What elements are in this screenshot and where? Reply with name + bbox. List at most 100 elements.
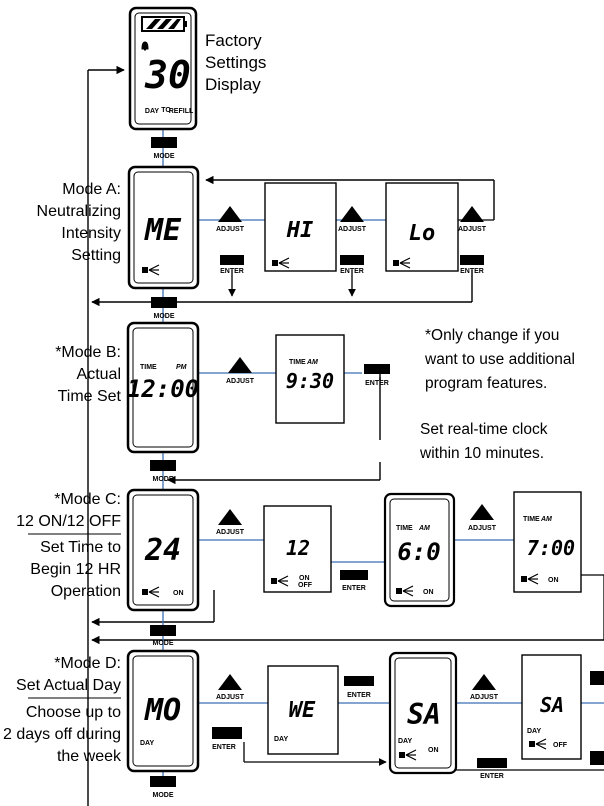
pm-indicator: PM <box>176 364 187 371</box>
mode-b-label-line: Actual <box>77 366 121 383</box>
note-line: Set real-time clock <box>420 421 548 438</box>
note-line: *Only change if you <box>425 327 559 344</box>
display-value: WE <box>289 698 316 723</box>
display-value: 6:0 <box>397 538 440 566</box>
day-text: DAY <box>145 108 159 115</box>
adjust-button[interactable]: ADJUST <box>468 504 497 532</box>
enter-button-partial[interactable] <box>590 671 604 685</box>
factory-label: Factory Settings Display <box>205 31 266 94</box>
adjust-label: ADJUST <box>216 529 245 536</box>
mode-button-label: MODE <box>153 792 174 799</box>
day-indicator: DAY <box>398 738 412 745</box>
day-indicator: DAY <box>140 740 154 747</box>
off-indicator: OFF <box>298 582 313 589</box>
adjust-button[interactable]: ADJUST <box>470 674 499 701</box>
display-value: Lo <box>409 221 436 246</box>
time-word: TIME <box>289 359 306 366</box>
mode-d-label-line: the week <box>57 748 122 765</box>
adjust-label: ADJUST <box>216 694 245 701</box>
battery-icon <box>141 16 187 32</box>
mode-a-label-line: Setting <box>71 247 121 264</box>
mode-b-display-2: TIME AM 9:30 <box>275 334 345 424</box>
enter-button[interactable]: ENTER <box>460 255 484 275</box>
display-value: MO <box>144 693 181 728</box>
note-line: program features. <box>425 375 547 392</box>
adjust-label: ADJUST <box>468 525 497 532</box>
optional-note: *Only change if you want to use addition… <box>424 327 575 392</box>
refill-text: REFILL <box>169 108 194 115</box>
mode-d-label-line: 2 days off during <box>3 726 121 743</box>
mode-c-label: *Mode C: 12 ON/12 OFF Set Time to Begin … <box>16 491 121 600</box>
mode-b-label: *Mode B: Actual Time Set <box>55 344 121 405</box>
am-indicator: AM <box>540 516 552 523</box>
clock-note: Set real-time clock within 10 minutes. <box>419 421 548 462</box>
note-line: want to use additional <box>424 351 575 368</box>
enter-label: ENTER <box>480 773 504 780</box>
display-value: 9:30 <box>286 369 334 393</box>
adjust-label: ADJUST <box>458 226 487 233</box>
factory-label-line: Settings <box>205 53 266 72</box>
display-value: 12 <box>286 536 310 560</box>
mode-button-label: MODE <box>154 313 175 320</box>
to-text: TO <box>161 107 171 114</box>
am-indicator: AM <box>306 359 318 366</box>
enter-button[interactable]: ENTER <box>340 255 364 275</box>
mode-b-label-line: Time Set <box>58 388 122 405</box>
mode-button-label: MODE <box>154 153 175 160</box>
on-indicator: ON <box>173 590 184 597</box>
on-indicator: ON <box>299 575 310 582</box>
mode-d-label-line: Set Actual Day <box>16 677 121 694</box>
enter-label: ENTER <box>220 268 244 275</box>
factory-label-line: Display <box>205 75 261 94</box>
enter-label: ENTER <box>365 380 389 387</box>
factory-display: 30 DAY TO REFILL <box>128 6 198 131</box>
enter-button[interactable]: ENTER <box>212 727 242 751</box>
mode-a-display-2: HI <box>264 182 337 272</box>
mode-d-label: *Mode D: Set Actual Day Choose up to 2 d… <box>3 655 122 765</box>
adjust-label: ADJUST <box>216 226 245 233</box>
enter-label: ENTER <box>342 585 366 592</box>
mode-button[interactable]: MODE <box>151 137 177 160</box>
enter-label: ENTER <box>460 268 484 275</box>
adjust-button[interactable]: ADJUST <box>226 357 255 385</box>
mode-c-display-2: 12 ON OFF <box>263 505 332 593</box>
mode-c-display-main: 24 ON <box>126 488 200 612</box>
enter-button[interactable]: ENTER <box>477 758 507 780</box>
on-indicator: ON <box>548 577 559 584</box>
on-indicator: ON <box>423 589 434 596</box>
mode-c-label-line: *Mode C: <box>54 491 121 508</box>
mode-b-display-main: TIME PM 12:00 <box>126 321 200 454</box>
adjust-button[interactable]: ADJUST <box>458 206 487 233</box>
enter-button[interactable]: ENTER <box>220 255 244 275</box>
mode-button[interactable]: MODE <box>150 776 176 799</box>
enter-button[interactable]: ENTER <box>364 364 390 387</box>
mode-a-label-line: Neutralizing <box>37 203 121 220</box>
mode-d-display-4: SA DAY OFF <box>521 654 582 760</box>
display-value: SA <box>540 693 564 717</box>
mode-d-display-2: WE DAY <box>267 665 339 755</box>
mode-c-label-line: Begin 12 HR <box>30 561 121 578</box>
mode-d-label-line: Choose up to <box>26 704 121 721</box>
enter-button[interactable]: ENTER <box>344 676 374 699</box>
mode-button[interactable]: MODE <box>150 460 176 483</box>
enter-button-partial[interactable] <box>590 751 604 765</box>
mode-c-label-line: Set Time to <box>40 539 121 556</box>
adjust-button[interactable]: ADJUST <box>338 206 367 233</box>
factory-value: 30 <box>144 53 191 97</box>
mode-c-label-line: 12 ON/12 OFF <box>16 513 121 530</box>
am-indicator: AM <box>418 525 430 532</box>
mode-button-label: MODE <box>153 640 174 647</box>
mode-button[interactable]: MODE <box>151 297 177 320</box>
mode-d-label-line: *Mode D: <box>54 655 121 672</box>
time-word: TIME <box>396 525 413 532</box>
mode-button-label: MODE <box>153 476 174 483</box>
adjust-button[interactable]: ADJUST <box>216 206 245 233</box>
adjust-button[interactable]: ADJUST <box>216 674 245 701</box>
enter-label: ENTER <box>340 268 364 275</box>
adjust-button[interactable]: ADJUST <box>216 509 245 536</box>
factory-label-line: Factory <box>205 31 262 50</box>
enter-button[interactable]: ENTER <box>340 570 368 592</box>
adjust-label: ADJUST <box>338 226 367 233</box>
mode-b-label-line: *Mode B: <box>55 344 121 361</box>
mode-button[interactable]: MODE <box>150 625 176 647</box>
